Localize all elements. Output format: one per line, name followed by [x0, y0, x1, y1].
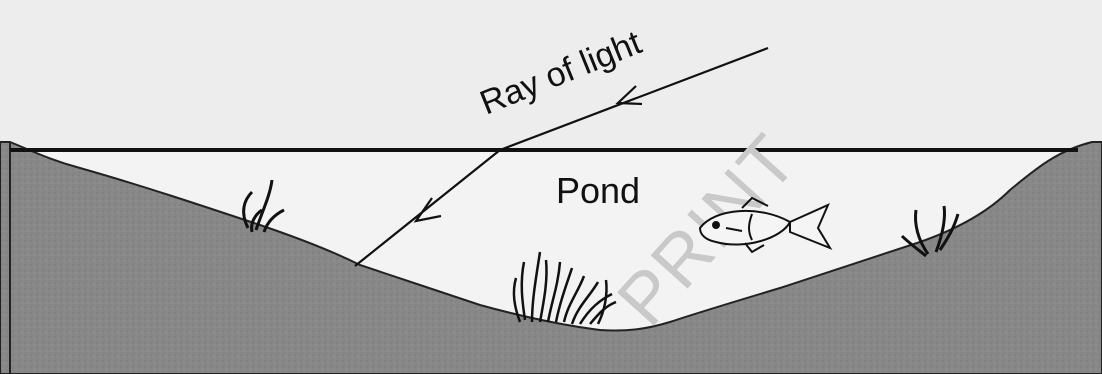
- pond-label: Pond: [556, 170, 640, 211]
